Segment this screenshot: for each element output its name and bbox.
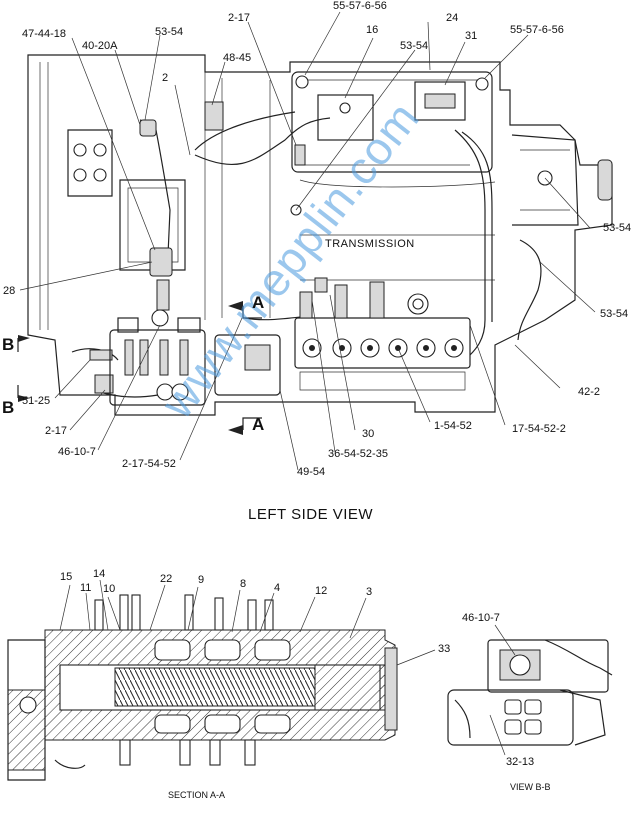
callout-2: 2	[162, 72, 169, 84]
callout-15: 15	[60, 571, 73, 583]
callout-46-10-7-a: 46-10-7	[58, 446, 96, 458]
transmission-housing	[27, 54, 613, 416]
callout-3: 3	[366, 586, 373, 598]
callout-28: 28	[3, 285, 16, 297]
callout-53-54-d: 53-54	[600, 308, 629, 320]
callout-9: 9	[198, 574, 205, 586]
callout-22: 22	[160, 573, 173, 585]
callout-17-54-52-2: 17-54-52-2	[512, 423, 566, 435]
callout-49-54: 49-54	[297, 466, 326, 478]
callout-46-10-7-b: 46-10-7	[462, 612, 500, 624]
callout-2-17-top: 2-17	[228, 12, 251, 24]
view-bb-title: VIEW B-B	[510, 782, 551, 792]
callout-31: 31	[465, 30, 478, 42]
callout-47-44-18: 47-44-18	[22, 28, 67, 40]
callout-55-57-6-56-a: 55-57-6-56	[333, 0, 387, 12]
callout-51-25: 51-25	[22, 395, 51, 407]
callout-24: 24	[446, 12, 459, 24]
callout-40-20a: 40-20A	[82, 40, 118, 52]
leader-lines	[19, 11, 596, 471]
callout-53-54-c: 53-54	[603, 222, 632, 234]
section-marker-b-bottom: B	[2, 398, 15, 417]
callout-36-54-52-35: 36-54-52-35	[328, 448, 388, 460]
callout-30: 30	[362, 428, 375, 440]
callout-16: 16	[366, 24, 379, 36]
callout-48-45: 48-45	[223, 52, 252, 64]
callout-2-17-54-52: 2-17-54-52	[122, 458, 176, 470]
callout-32-13: 32-13	[506, 756, 535, 768]
section-marker-b-top: B	[2, 335, 15, 354]
view-b-b-drawing	[447, 624, 613, 756]
callout-12: 12	[315, 585, 328, 597]
section-marker-a-top: A	[252, 293, 265, 312]
callout-2-17-left: 2-17	[45, 425, 68, 437]
sensors	[89, 101, 306, 394]
callout-8: 8	[240, 578, 247, 590]
callout-53-54-a: 53-54	[155, 26, 184, 38]
transmission-title: TRANSMISSION	[325, 238, 415, 250]
left-side-view-title: LEFT SIDE VIEW	[248, 506, 374, 523]
callout-42-2: 42-2	[578, 386, 601, 398]
callout-55-57-6-56-b: 55-57-6-56	[510, 24, 564, 36]
section-aa-title: SECTION A-A	[168, 790, 226, 800]
section-marker-a-bottom: A	[252, 415, 265, 434]
callout-33: 33	[438, 643, 451, 655]
callout-1-54-52: 1-54-52	[434, 420, 472, 432]
section-cut-a	[228, 301, 262, 435]
section-cut-b	[17, 335, 30, 402]
control-valve-assembly	[109, 277, 471, 406]
callout-4: 4	[274, 582, 281, 594]
callout-10: 10	[103, 583, 116, 595]
callout-14: 14	[93, 568, 106, 580]
callout-53-54-b: 53-54	[400, 40, 429, 52]
callout-11: 11	[80, 582, 92, 594]
section-a-a-drawing	[7, 579, 436, 781]
